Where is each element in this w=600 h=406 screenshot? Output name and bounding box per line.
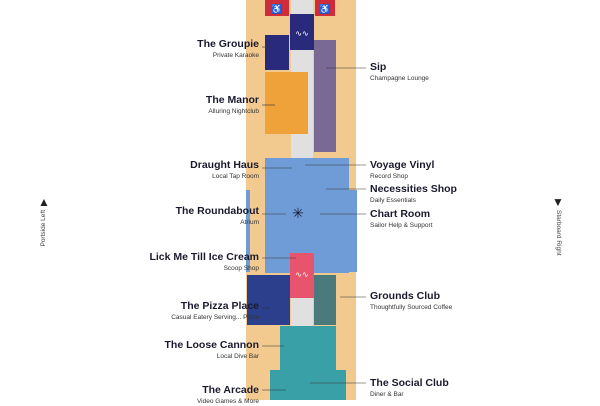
venue-block-chart-room-inset	[349, 164, 353, 188]
venue-block-the-pizza-place[interactable]	[247, 275, 290, 325]
venue-block-the-manor[interactable]	[265, 72, 308, 134]
corridor-lower	[291, 298, 313, 328]
venue-name: Voyage Vinyl	[370, 159, 435, 171]
venue-label-draught-haus[interactable]: Draught Haus Local Tap Room	[190, 159, 259, 181]
venue-block-restroom[interactable]	[290, 14, 314, 50]
venue-desc: Alluring Nightclub	[208, 108, 259, 115]
venue-name: Sip	[370, 61, 387, 73]
venue-name: The Manor	[205, 94, 259, 106]
venue-block-top-right[interactable]	[315, 0, 335, 16]
venue-label-the-pizza-place[interactable]: The Pizza Place Casual Eatery Serving...…	[171, 300, 259, 322]
venue-desc: Local Dive Bar	[216, 353, 259, 360]
venue-label-chart-room[interactable]: Chart Room Sailor Help & Support	[370, 208, 433, 230]
venue-name: Grounds Club	[370, 290, 440, 302]
portside-line-2: Left	[40, 210, 47, 221]
portside-text: Portside Left	[40, 210, 48, 247]
venue-label-the-manor[interactable]: The Manor Alluring Nightclub	[206, 94, 259, 116]
venue-label-sip[interactable]: Sip Champagne Lounge	[370, 61, 429, 83]
venue-block-atrium-edge	[246, 190, 250, 272]
restroom-icon: ∿∿	[295, 29, 308, 38]
venue-desc: Atrium	[240, 219, 259, 226]
venue-block-the-loose-cannon[interactable]	[280, 326, 336, 370]
arrow-down-icon: ▼	[552, 195, 564, 209]
venue-name: Chart Room	[370, 208, 431, 220]
venue-label-necessities-shop[interactable]: Necessities Shop Daily Essentials	[370, 183, 457, 205]
portside-label: ▲ Portside Left	[32, 196, 56, 247]
venue-block-sip[interactable]	[314, 40, 336, 152]
venue-label-the-loose-cannon[interactable]: The Loose Cannon Local Dive Bar	[165, 339, 260, 361]
venue-label-the-groupie[interactable]: The Groupie Private Karaoke	[197, 38, 259, 60]
venue-block-grounds-club-top	[314, 275, 336, 301]
venue-desc: Local Tap Room	[212, 173, 259, 180]
venue-label-grounds-club[interactable]: Grounds Club Thoughtfully Sourced Coffee	[370, 290, 452, 312]
starboard-line-1: Starboard	[555, 210, 562, 239]
starboard-label: ▼ Starboard Right	[546, 196, 570, 256]
venue-desc: Thoughtfully Sourced Coffee	[370, 304, 453, 311]
ice-cream-icon: ∿∿	[295, 270, 308, 279]
venue-desc: Video Games & More	[196, 398, 259, 405]
portside-line-1: Portside	[40, 222, 47, 247]
venue-name: The Pizza Place	[180, 300, 259, 312]
venue-desc: Sailor Help & Support	[370, 222, 433, 229]
venue-name: The Arcade	[202, 384, 259, 396]
venue-name: The Social Club	[370, 377, 449, 389]
venue-desc: Private Karaoke	[212, 52, 259, 59]
venue-name: Lick Me Till Ice Cream	[149, 251, 259, 263]
arrow-up-icon: ▲	[38, 195, 50, 209]
venue-desc: Daily Essentials	[370, 197, 416, 204]
accessibility-icon: ♿	[271, 3, 282, 14]
venue-label-lick-me-till-ice-cream[interactable]: Lick Me Till Ice Cream Scoop Shop	[149, 251, 259, 273]
starboard-line-2: Right	[555, 240, 562, 256]
venue-desc: Casual Eatery Serving... Pizza	[171, 314, 259, 321]
accessibility-icon: ♿	[319, 3, 330, 14]
venue-label-the-social-club[interactable]: The Social Club Diner & Bar	[370, 377, 449, 399]
venue-block-top-left[interactable]	[265, 0, 289, 16]
venue-block-ice-cream[interactable]	[290, 253, 314, 298]
venue-name: The Loose Cannon	[164, 339, 260, 351]
venue-label-voyage-vinyl[interactable]: Voyage Vinyl Record Shop	[370, 159, 434, 181]
venue-desc: Diner & Bar	[370, 391, 404, 398]
venue-block-the-groupie[interactable]	[265, 35, 289, 70]
venue-label-the-arcade[interactable]: The Arcade Video Games & More	[197, 384, 259, 406]
starboard-text: Starboard Right	[554, 210, 562, 256]
venue-desc: Scoop Shop	[223, 265, 259, 272]
venue-name: Necessities Shop	[370, 183, 457, 195]
venue-block-atrium-side	[349, 190, 357, 272]
venue-name: The Roundabout	[175, 205, 259, 217]
venue-desc: Record Shop	[370, 173, 408, 180]
venue-name: The Groupie	[197, 38, 259, 50]
venue-name: Draught Haus	[190, 159, 259, 171]
venue-label-the-roundabout[interactable]: The Roundabout Atrium	[176, 205, 259, 227]
venue-desc: Champagne Lounge	[370, 75, 429, 82]
venue-block-the-social-club[interactable]	[270, 370, 346, 400]
atrium-compass-icon: ✳	[292, 205, 304, 221]
